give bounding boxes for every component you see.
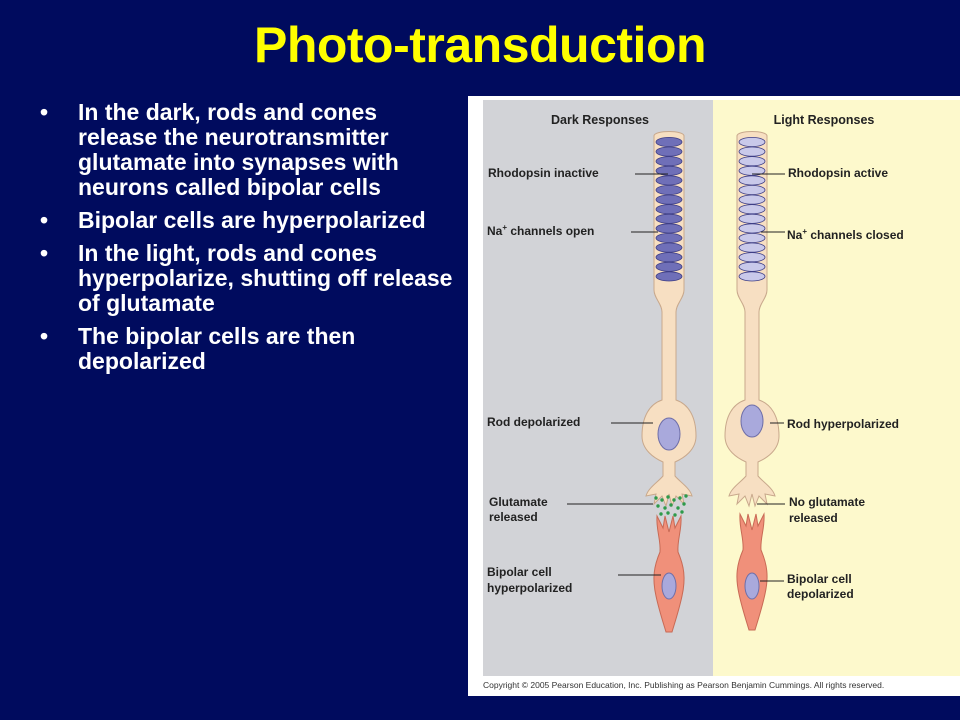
copyright-notice: Copyright © 2005 Pearson Education, Inc.… xyxy=(483,680,884,690)
dark-rhodopsin-discs xyxy=(655,137,683,282)
rhodopsin-disc xyxy=(655,271,683,282)
dark-bipolar-nucleus xyxy=(661,572,677,600)
rhodopsin-disc xyxy=(738,271,766,282)
rhodopsin-disc xyxy=(655,242,683,253)
glutamate-dot xyxy=(684,494,688,498)
glutamate-dot xyxy=(672,498,676,502)
glutamate-dot xyxy=(659,512,663,516)
rhodopsin-disc xyxy=(655,213,683,224)
dark-rod-nucleus xyxy=(657,417,681,451)
dark-header: Dark Responses xyxy=(551,113,649,127)
rhodopsin-disc xyxy=(738,204,766,215)
rhodopsin-disc xyxy=(738,185,766,196)
bullet-list: • In the dark, rods and cones release the… xyxy=(40,100,460,382)
rhodopsin-disc xyxy=(738,213,766,224)
light-bipolar-cell xyxy=(736,512,768,631)
rhodopsin-disc xyxy=(738,252,766,263)
rhodopsin-disc xyxy=(738,194,766,205)
bullet-text: In the dark, rods and cones release the … xyxy=(78,99,399,200)
rhodopsin-disc xyxy=(738,156,766,167)
light-rod-label: Rod hyperpolarized xyxy=(787,417,899,431)
rhodopsin-disc xyxy=(738,175,766,186)
glutamate-dots xyxy=(654,494,688,517)
bullet-item: • In the light, rods and cones hyperpolar… xyxy=(40,241,460,316)
light-rhodopsin-discs xyxy=(738,137,766,282)
bullet-item: • In the dark, rods and cones release the… xyxy=(40,100,460,200)
bullet-text: In the light, rods and cones hyperpolari… xyxy=(78,240,453,316)
rhodopsin-disc xyxy=(655,252,683,263)
rhodopsin-disc xyxy=(655,156,683,167)
dark-rhodopsin-label: Rhodopsin inactive xyxy=(488,166,599,180)
figure-canvas: Dark Responses Light Responses xyxy=(483,100,960,690)
glutamate-dot xyxy=(682,502,686,506)
glutamate-dot xyxy=(660,498,664,502)
glutamate-dot xyxy=(669,503,673,507)
rhodopsin-disc xyxy=(655,223,683,234)
dark-na-channel-label: Na+ channels open xyxy=(487,223,594,238)
rhodopsin-disc xyxy=(738,137,766,148)
rhodopsin-disc xyxy=(655,137,683,148)
bullet-symbol: • xyxy=(40,207,49,233)
light-rod-nucleus xyxy=(740,404,764,438)
light-header: Light Responses xyxy=(774,113,875,127)
bullet-item: • The bipolar cells are then depolarized xyxy=(40,324,460,374)
rhodopsin-disc xyxy=(738,232,766,243)
rhodopsin-disc xyxy=(655,146,683,157)
dark-rod-label: Rod depolarized xyxy=(487,415,580,429)
glutamate-dot xyxy=(654,496,658,500)
rhodopsin-disc xyxy=(655,261,683,272)
rhodopsin-disc xyxy=(655,204,683,215)
glutamate-dot xyxy=(678,496,682,500)
glutamate-dot xyxy=(676,506,680,510)
rhodopsin-disc xyxy=(655,185,683,196)
bullet-symbol: • xyxy=(40,323,49,349)
phototransduction-figure: Dark Responses Light Responses xyxy=(468,96,960,696)
rhodopsin-disc xyxy=(655,232,683,243)
glutamate-dot xyxy=(666,511,670,515)
bullet-symbol: • xyxy=(40,99,49,125)
glutamate-dot xyxy=(673,513,677,517)
leader-lines xyxy=(567,173,785,582)
dark-rod-body xyxy=(641,131,697,508)
light-bipolar-nucleus xyxy=(744,572,760,600)
bullet-item: • Bipolar cells are hyperpolarized xyxy=(40,208,460,233)
rhodopsin-disc xyxy=(655,194,683,205)
bullet-text: The bipolar cells are then depolarized xyxy=(78,323,356,374)
bullet-symbol: • xyxy=(40,240,49,266)
light-na-channel-label: Na+ channels closed xyxy=(787,227,904,242)
rhodopsin-disc xyxy=(655,175,683,186)
light-rhodopsin-label: Rhodopsin active xyxy=(788,166,888,180)
glutamate-dot xyxy=(666,495,670,499)
slide-title: Photo-transduction xyxy=(253,17,707,73)
glutamate-dot xyxy=(656,504,660,508)
rhodopsin-disc xyxy=(738,146,766,157)
rhodopsin-disc xyxy=(738,261,766,272)
light-rod-body xyxy=(724,131,780,508)
rhodopsin-disc xyxy=(738,242,766,253)
bullet-text: Bipolar cells are hyperpolarized xyxy=(78,207,426,233)
glutamate-dot xyxy=(663,506,667,510)
glutamate-dot xyxy=(680,510,684,514)
